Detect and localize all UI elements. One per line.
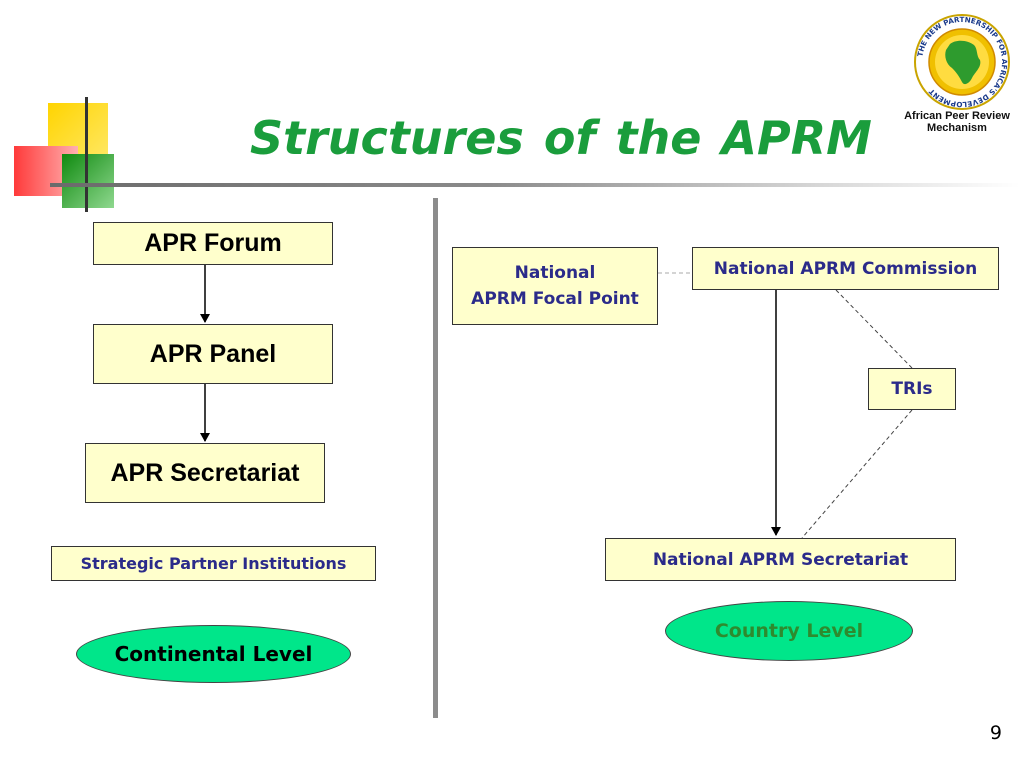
national-secretariat-label: National APRM Secretariat [652,549,909,570]
focal-point-line1: National [514,263,596,283]
apr-secretariat-label: APR Secretariat [110,458,300,487]
focal-point-line2: APRM Focal Point [471,289,639,309]
commission-to-tris-dashed-link [835,289,913,369]
tris-to-secretariat-dashed-link [801,409,913,539]
column-separator [433,198,438,718]
decor-green-square [62,154,114,208]
continental-level-oval: Continental Level [76,625,351,683]
country-level-label: Country Level [714,620,864,642]
strategic-partners-box: Strategic Partner Institutions [51,546,376,581]
national-commission-box: National APRM Commission [692,247,999,290]
apr-forum-box: APR Forum [93,222,333,265]
national-commission-label: National APRM Commission [713,258,978,279]
logo-caption-line2: Mechanism [927,122,987,134]
decor-vertical-line [85,97,88,212]
title-rule [50,183,1020,187]
national-secretariat-box: National APRM Secretariat [605,538,956,581]
continental-level-label: Continental Level [114,642,313,666]
apr-panel-box: APR Panel [93,324,333,384]
national-focal-point-box: National APRM Focal Point [452,247,658,325]
page-title: Structures of the APRM [250,111,872,165]
strategic-partners-label: Strategic Partner Institutions [80,554,347,573]
country-level-oval: Country Level [665,601,913,661]
logo-caption-line1: African Peer Review [904,110,1010,122]
apr-secretariat-box: APR Secretariat [85,443,325,503]
page-number: 9 [989,722,1002,744]
apr-forum-label: APR Forum [144,229,282,257]
nepad-emblem-icon: THE NEW PARTNERSHIP FOR AFRICA'S DEVELOP… [914,14,1010,110]
apr-panel-label: APR Panel [149,339,277,368]
logo-caption: African Peer Review Mechanism [898,110,1016,134]
nepad-logo: THE NEW PARTNERSHIP FOR AFRICA'S DEVELOP… [912,12,1012,112]
tris-box: TRIs [868,368,956,410]
tris-label: TRIs [891,379,933,399]
